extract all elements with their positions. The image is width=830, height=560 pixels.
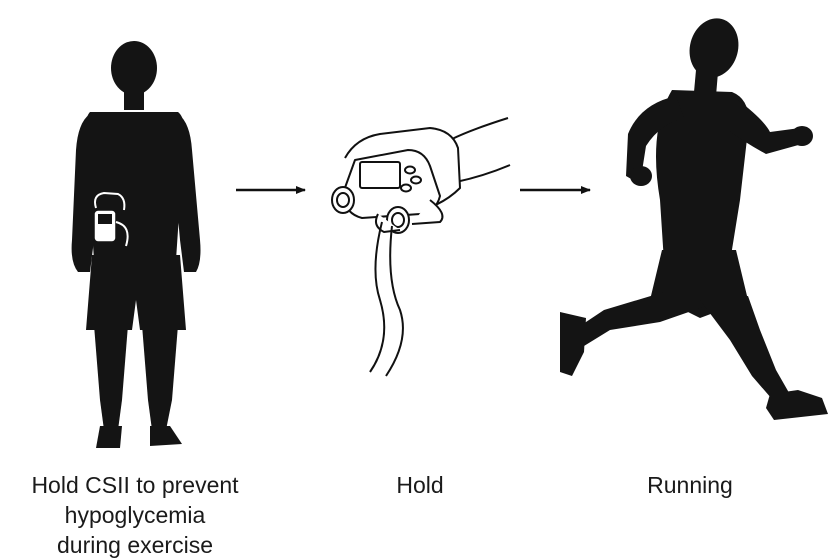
insulin-pump-in-hand-icon <box>332 118 510 376</box>
standing-person-silhouette-icon <box>72 41 201 448</box>
caption-line: Hold CSII to prevent <box>0 470 270 500</box>
caption-running: Running <box>620 470 760 500</box>
caption-line: Running <box>620 470 760 500</box>
caption-line: Hold <box>370 470 470 500</box>
caption-hold-csii: Hold CSII to prevent hypoglycemia during… <box>0 470 270 560</box>
caption-line: hypoglycemia <box>0 500 270 530</box>
running-person-silhouette-icon <box>560 13 828 420</box>
caption-line: during exercise <box>0 530 270 560</box>
caption-hold: Hold <box>370 470 470 500</box>
